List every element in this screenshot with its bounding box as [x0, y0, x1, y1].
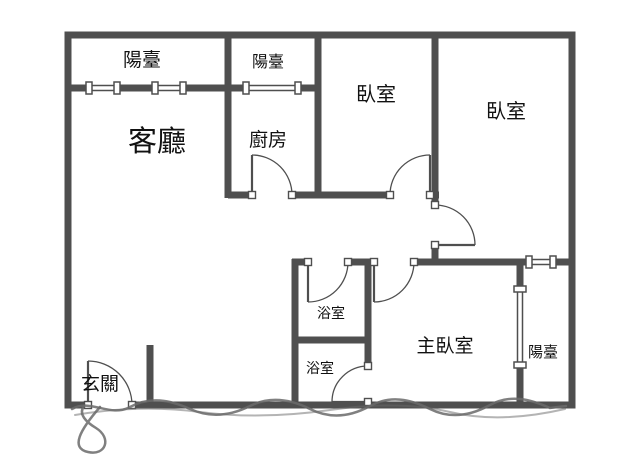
- door-bathroom-upper: [303, 257, 353, 303]
- room-label-bathroom-lower: 浴室: [306, 360, 334, 377]
- room-label-living-room: 客廳: [128, 124, 186, 158]
- room-label-kitchen: 廚房: [249, 128, 287, 151]
- window-balcony-left-1: [85, 81, 121, 95]
- interior-walls: [68, 35, 572, 405]
- room-label-balcony-right: 陽臺: [528, 343, 558, 361]
- door-bedroom-top: [385, 154, 435, 200]
- door-kitchen: [247, 154, 297, 200]
- window-balcony-left-2: [151, 81, 187, 95]
- room-labels: 陽臺 陽臺 臥室 臥室 客廳 廚房 浴室 浴室 主臥室 陽臺 玄關: [81, 49, 558, 395]
- room-label-entryway: 玄關: [81, 373, 119, 395]
- watermark-scribble: [70, 397, 568, 454]
- door-bathroom-lower: [331, 361, 373, 407]
- room-label-master-bedroom: 主臥室: [416, 335, 473, 357]
- window-balcony-middle: [242, 81, 302, 95]
- room-label-bathroom-upper: 浴室: [317, 305, 345, 322]
- window-master-balcony: [513, 285, 527, 369]
- window-bedroom-right-balcony: [525, 255, 557, 269]
- room-label-bedroom-top: 臥室: [356, 82, 396, 106]
- room-label-balcony-top-left: 陽臺: [123, 49, 161, 71]
- door-master-bedroom: [369, 257, 419, 303]
- room-label-bedroom-right: 臥室: [486, 99, 526, 123]
- door-bedroom-right: [430, 200, 476, 250]
- room-label-balcony-top-middle: 陽臺: [252, 52, 284, 71]
